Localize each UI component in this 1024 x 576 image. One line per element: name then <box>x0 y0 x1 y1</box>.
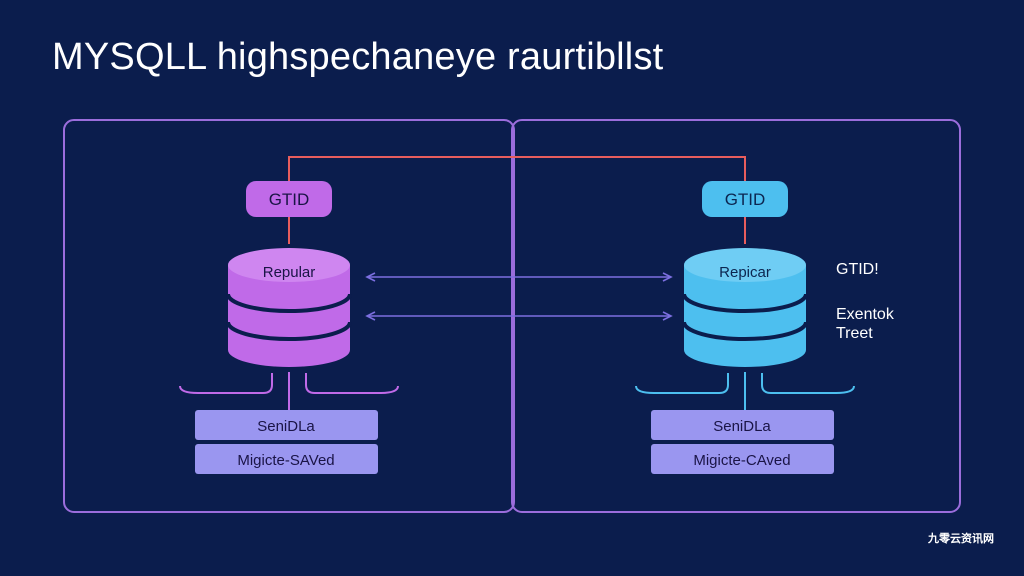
replication-arrow-top <box>365 272 673 282</box>
right-box-2-label: Migicte-CAved <box>693 452 790 469</box>
left-database-icon <box>226 248 352 367</box>
right-base-connector <box>635 373 855 394</box>
right-database-icon <box>682 248 808 367</box>
watermark-logo: 九零云资讯网 <box>928 532 994 545</box>
right-db-label: Repicar <box>719 264 771 281</box>
right-note-gtid: GTID! <box>836 261 879 278</box>
left-box-2 <box>195 444 378 474</box>
right-gtid-tag <box>702 181 788 217</box>
page-title: MYSQLL highspechaneye raurtibllst <box>52 36 664 78</box>
right-note-treet: Treet <box>836 325 873 342</box>
right-note-exentok: Exentok <box>836 306 894 323</box>
right-box-2 <box>651 444 834 474</box>
left-gtid-tag <box>246 181 332 217</box>
left-box-1-label: SeniDLa <box>257 418 315 435</box>
left-db-label: Repular <box>263 264 316 281</box>
right-box-1 <box>651 410 834 440</box>
right-box-1-label: SeniDLa <box>713 418 771 435</box>
left-gtid-tag-label: GTID <box>269 190 310 209</box>
gtid-connector-line <box>288 156 746 182</box>
left-box-1 <box>195 410 378 440</box>
replication-arrow-bottom <box>365 311 673 321</box>
right-gtid-tag-label: GTID <box>725 190 766 209</box>
left-base-connector <box>179 373 399 394</box>
left-box-2-label: Migicte-SAVed <box>237 452 334 469</box>
